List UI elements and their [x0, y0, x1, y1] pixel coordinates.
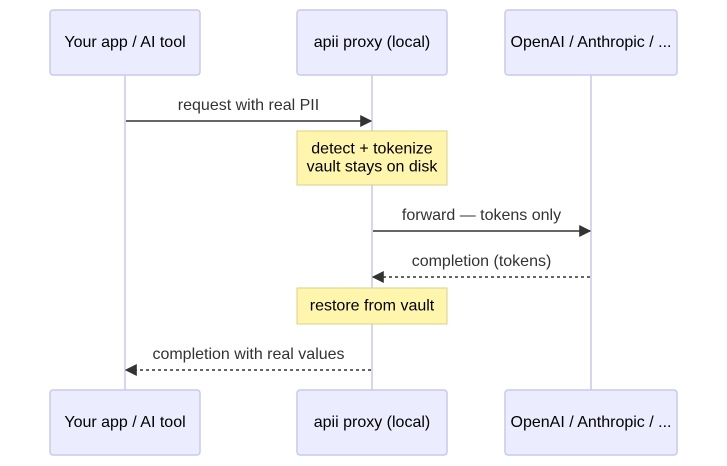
participant-label: apii proxy (local): [314, 34, 430, 51]
participant-llm-top: OpenAI / Anthropic / ...: [504, 9, 678, 76]
message-arrow: forward — tokens only: [373, 207, 592, 237]
participant-proxy-bottom: apii proxy (local): [296, 389, 448, 456]
participant-box: [49, 9, 201, 76]
participant-label: OpenAI / Anthropic / ...: [511, 34, 672, 51]
message-label: forward — tokens only: [402, 207, 561, 224]
participant-label: OpenAI / Anthropic / ...: [511, 414, 672, 431]
participant-box: [504, 9, 678, 76]
note-label: vault stays on disk: [307, 159, 439, 176]
message-arrow: completion with real values: [124, 346, 371, 376]
participant-box: [296, 9, 448, 76]
message-label: request with real PII: [178, 97, 319, 114]
note-box: [296, 130, 448, 186]
participant-app-top: Your app / AI tool: [49, 9, 201, 76]
participant-label: Your app / AI tool: [64, 414, 185, 431]
message-label: completion (tokens): [412, 253, 552, 270]
participant-label: Your app / AI tool: [64, 34, 185, 51]
participant-proxy-top: apii proxy (local): [296, 9, 448, 76]
note-label: restore from vault: [310, 298, 435, 315]
participant-llm-bottom: OpenAI / Anthropic / ...: [504, 389, 678, 456]
participant-box: [49, 389, 201, 456]
participant-label: apii proxy (local): [314, 414, 430, 431]
note-label: detect + tokenize: [311, 141, 433, 158]
note-box: [296, 287, 448, 325]
note: restore from vault: [296, 287, 448, 325]
participant-box: [504, 389, 678, 456]
message-arrow: request with real PII: [126, 97, 373, 127]
message-label: completion with real values: [152, 346, 344, 363]
participant-app-bottom: Your app / AI tool: [49, 389, 201, 456]
participant-box: [296, 389, 448, 456]
message-arrow: completion (tokens): [371, 253, 590, 283]
